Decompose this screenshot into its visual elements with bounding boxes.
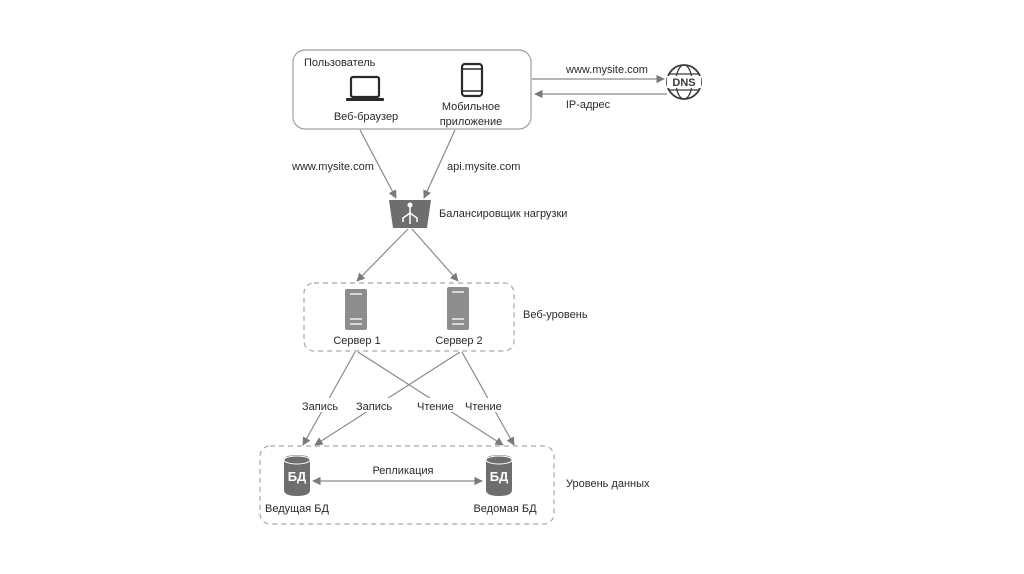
database-icon: БД — [485, 455, 513, 496]
api-domain-label: api.mysite.com — [447, 161, 520, 173]
load-balancer: Балансировщик нагрузки — [389, 200, 567, 228]
replication-label: Репликация — [372, 465, 433, 477]
api-domain-arrow — [423, 129, 456, 199]
web-domain-arrow — [359, 129, 397, 199]
web-tier-label: Веб-уровень — [523, 309, 588, 321]
web-tier-box — [303, 282, 515, 352]
user-group: Пользователь Веб-браузер Мобильное прило… — [292, 49, 532, 130]
mobile-phone-icon — [460, 62, 484, 98]
slave-db-label: Ведомая БД — [473, 503, 537, 515]
server-2: Сервер 2 — [435, 287, 483, 347]
user-group-title: Пользователь — [304, 57, 376, 69]
split-arrows-icon — [402, 202, 418, 224]
server-1: Сервер 1 — [333, 289, 381, 347]
web-domain-label: www.mysite.com — [291, 161, 374, 173]
server-2-label: Сервер 2 — [435, 335, 482, 347]
lb-to-server1-arrow — [356, 228, 409, 282]
slave-db-icon-text: БД — [490, 469, 509, 484]
lb-to-server2-arrow — [411, 228, 459, 282]
data-tier-label: Уровень данных — [566, 478, 650, 490]
write-label-1: Запись — [302, 401, 338, 413]
master-db-icon-text: БД — [288, 469, 307, 484]
server-1-label: Сервер 1 — [333, 335, 380, 347]
dns-node: www.mysite.com IP-адрес DNS — [532, 64, 702, 111]
data-tier-box — [259, 445, 555, 525]
laptop-icon — [346, 75, 384, 101]
dns-icon-text: DNS — [672, 77, 695, 89]
load-balancer-label: Балансировщик нагрузки — [439, 208, 567, 220]
dns-response-label: IP-адрес — [566, 99, 611, 111]
write-label-2: Запись — [356, 401, 392, 413]
server-icon — [345, 289, 367, 330]
mobile-label-line1: Мобильное — [442, 101, 500, 113]
read-label-2: Чтение — [465, 401, 502, 413]
data-tier: Уровень данных БД Ведущая БД БД Ведомая … — [259, 445, 650, 525]
server-icon — [447, 287, 469, 330]
database-icon: БД — [283, 455, 311, 496]
browser-label: Веб-браузер — [334, 111, 398, 123]
master-db: БД Ведущая БД — [265, 455, 330, 515]
slave-db: БД Ведомая БД — [473, 455, 537, 515]
master-db-label: Ведущая БД — [265, 503, 330, 515]
mobile-label-line2: приложение — [440, 116, 503, 128]
web-tier: Веб-уровень Сервер 1 Сервер 2 — [303, 282, 588, 352]
dns-request-label: www.mysite.com — [565, 64, 648, 76]
read-label-1: Чтение — [417, 401, 454, 413]
globe-dns-icon: DNS — [666, 64, 702, 100]
